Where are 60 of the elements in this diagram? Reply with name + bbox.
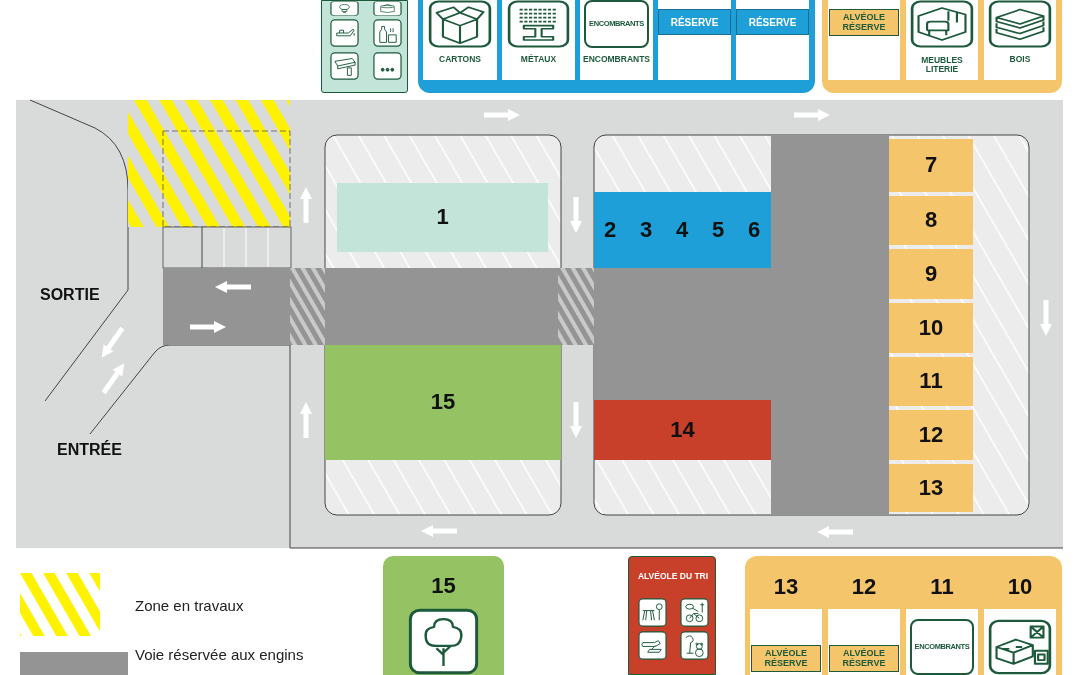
bay-number: 13 xyxy=(917,473,945,502)
bay-number: 6 xyxy=(746,215,762,244)
bay-label: ENCOMBRANTS xyxy=(581,53,652,67)
reserve-sign: RÉSERVE xyxy=(658,9,731,35)
reserve-sign: ALVÉOLE RÉSERVE xyxy=(829,645,899,672)
waste-category-card xyxy=(321,0,408,93)
bay-number: 15 xyxy=(430,572,457,600)
bay-label: MEUBLES LITERIE xyxy=(920,54,964,76)
place-label: SORTIE xyxy=(40,286,100,304)
bay-number: 11 xyxy=(929,573,955,601)
bay-zone xyxy=(337,183,548,252)
bay-label: MÉTAUX xyxy=(519,53,558,67)
bay-number: 10 xyxy=(1006,573,1034,601)
bay-number: 11 xyxy=(918,367,944,396)
bay-card xyxy=(984,0,1056,80)
bay-card xyxy=(906,0,978,80)
bay-zone xyxy=(889,139,973,192)
bay-number: 1 xyxy=(435,203,450,232)
bay-number: 9 xyxy=(923,259,939,288)
bay-zone xyxy=(889,196,973,245)
bay-number: 2 xyxy=(602,215,618,244)
bay-zone xyxy=(594,400,771,460)
bay-zone xyxy=(889,357,973,406)
sorting-bay-card xyxy=(628,556,716,675)
bay-card xyxy=(580,0,653,80)
bay-zone xyxy=(325,345,561,460)
bay-number: 15 xyxy=(429,388,457,417)
place-label: ENTRÉE xyxy=(57,441,122,459)
bay-number: 13 xyxy=(772,573,800,601)
bay-card xyxy=(658,0,731,80)
bay-number: 12 xyxy=(850,573,878,601)
bay-number: 10 xyxy=(917,313,945,342)
bay-number: 3 xyxy=(638,215,654,244)
bay-zone xyxy=(889,464,973,512)
bay-number: 12 xyxy=(917,420,945,449)
bay-label: CARTONS xyxy=(438,53,482,67)
bay-zone xyxy=(594,192,771,268)
legend-label: Voie réservée aux engins xyxy=(135,646,304,663)
bay-card xyxy=(502,0,575,80)
bay-zone xyxy=(889,249,973,299)
bay-number: 5 xyxy=(710,215,726,244)
bay-zone xyxy=(889,303,973,353)
card-title: ALVÉOLE DU TRI xyxy=(636,570,710,584)
bay-label: BOIS xyxy=(1008,53,1032,67)
bay-number: 14 xyxy=(669,415,696,444)
bay-group-panel xyxy=(745,556,1062,675)
reserve-sign: ALVÉOLE RÉSERVE xyxy=(751,645,821,672)
bay-number: 7 xyxy=(923,151,939,180)
bay-card xyxy=(383,556,504,675)
bay-number: 8 xyxy=(923,206,939,235)
bay-card xyxy=(828,0,900,80)
bay-group-panel xyxy=(418,0,815,93)
bay-zone xyxy=(889,410,973,460)
reserve-sign: RÉSERVE xyxy=(736,9,809,35)
bay-card xyxy=(736,0,809,80)
bay-number: 4 xyxy=(674,215,690,244)
bay-card xyxy=(423,0,497,80)
reserve-sign: ALVÉOLE RÉSERVE xyxy=(829,9,899,36)
bay-group-panel xyxy=(822,0,1062,93)
legend-label: Zone en travaux xyxy=(135,597,244,614)
